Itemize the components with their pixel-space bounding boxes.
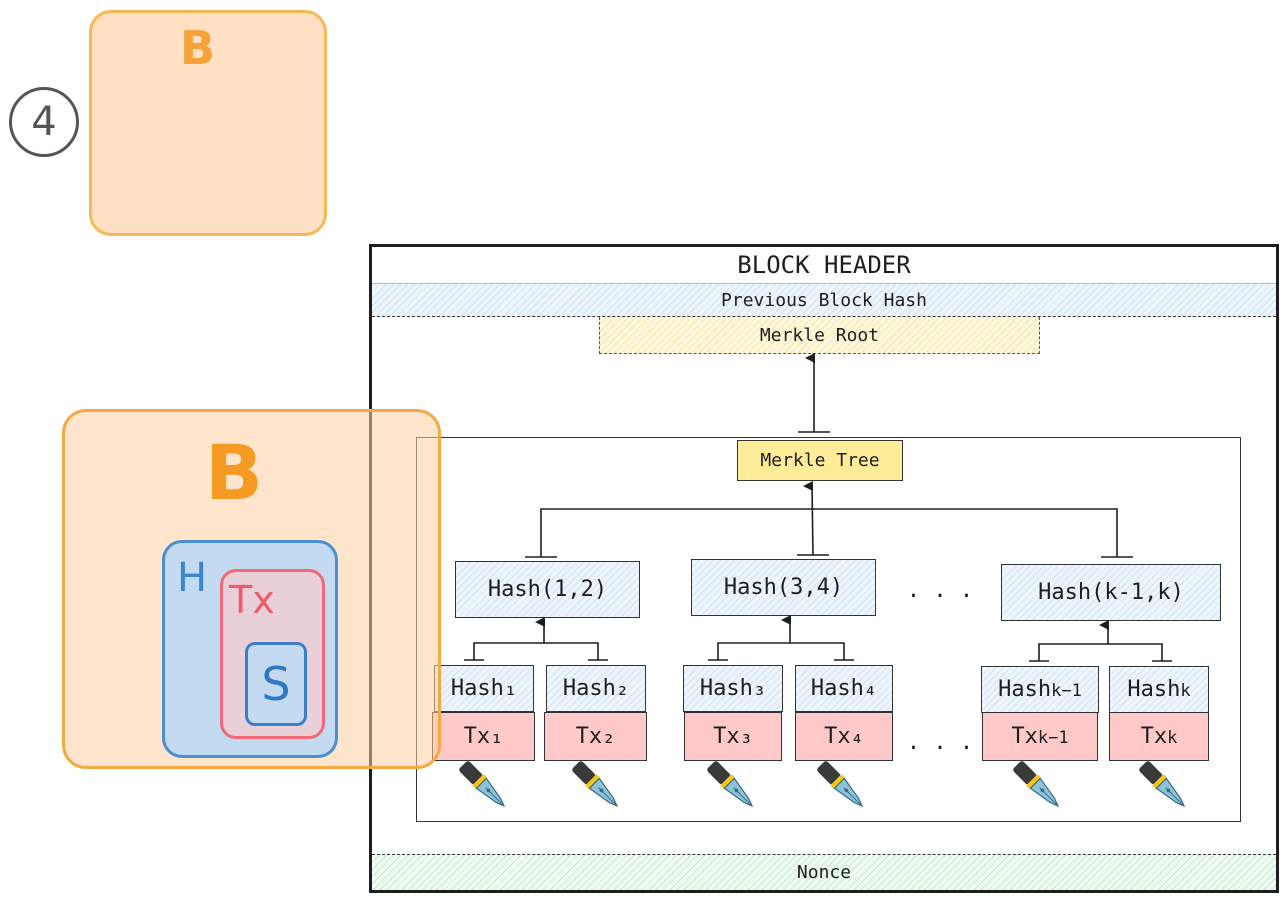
leaf-hash-label: Hash₃ — [699, 676, 767, 701]
pair-ellipsis: . . . — [906, 577, 974, 603]
leaf-hash-node: Hash₄ — [795, 665, 893, 712]
nonce-label: Nonce — [796, 862, 852, 883]
leaf-hash-label: Hashk — [1127, 677, 1191, 702]
pair-hash-node: Hash(k-1,k) — [1001, 564, 1221, 621]
transaction-label: Tx₁ — [463, 724, 504, 749]
block-header-title: BLOCK HEADER — [737, 251, 911, 279]
leaf-hash-label: Hash₄ — [810, 676, 878, 701]
signature-box: S — [245, 642, 307, 726]
legend-block: B H Tx S — [62, 409, 441, 769]
previous-block-hash-field: Previous Block Hash — [372, 283, 1276, 317]
transaction-node: Txk — [1109, 712, 1209, 761]
legend-block-letter: B — [205, 428, 263, 517]
header-letter: H — [177, 555, 208, 601]
pair-hash-label: Hash(k-1,k) — [1038, 580, 1184, 605]
transaction-node: Txk−1 — [982, 712, 1098, 761]
leaf-hash-node: Hashk−1 — [981, 666, 1099, 713]
leaf-hash-node: Hash₁ — [434, 665, 534, 712]
merkle-root-label: Merkle Root — [759, 324, 880, 346]
signature-letter: S — [261, 657, 291, 711]
leaf-hash-node: Hash₃ — [683, 665, 783, 712]
transaction-node: Tx₁ — [432, 712, 535, 761]
leaf-hash-label: Hash₁ — [450, 676, 518, 701]
transaction-label: Tx₂ — [575, 724, 616, 749]
pair-hash-label: Hash(1,2) — [487, 577, 608, 602]
transaction-node: Tx₂ — [544, 712, 647, 761]
nonce-field: Nonce — [372, 854, 1276, 890]
transaction-label: Tx₃ — [713, 724, 753, 749]
merkle-tree-label: Merkle Tree — [760, 450, 880, 471]
transaction-label: Tx₄ — [824, 724, 864, 749]
pair-hash-node: Hash(3,4) — [691, 559, 876, 616]
previous-block-hash-label: Previous Block Hash — [721, 289, 927, 311]
step-number-badge: 4 — [9, 87, 79, 157]
transaction-label: Txk — [1140, 724, 1178, 749]
leaf-hash-node: Hash₂ — [546, 665, 646, 712]
pair-hash-node: Hash(1,2) — [455, 561, 640, 618]
transaction-node: Tx₄ — [795, 712, 893, 761]
transaction-box: Tx S — [220, 569, 325, 739]
merkle-tree-node: Merkle Tree — [737, 440, 903, 481]
top-block: B — [89, 10, 327, 236]
leaf-hash-label: Hashk−1 — [998, 677, 1082, 702]
merkle-root-field: Merkle Root — [599, 317, 1040, 354]
pair-hash-label: Hash(3,4) — [723, 575, 844, 600]
transaction-node: Tx₃ — [684, 712, 782, 761]
transaction-box-label: Tx — [229, 578, 275, 622]
leaf-hash-node: Hashk — [1109, 666, 1209, 713]
header-box: H Tx S — [162, 540, 338, 758]
step-number: 4 — [31, 99, 57, 145]
transaction-ellipsis: . . . — [906, 729, 974, 755]
merkle-tree-container — [416, 437, 1241, 822]
leaf-hash-label: Hash₂ — [562, 676, 630, 701]
transaction-label: Txk−1 — [1011, 724, 1069, 749]
top-block-letter: B — [180, 21, 216, 75]
